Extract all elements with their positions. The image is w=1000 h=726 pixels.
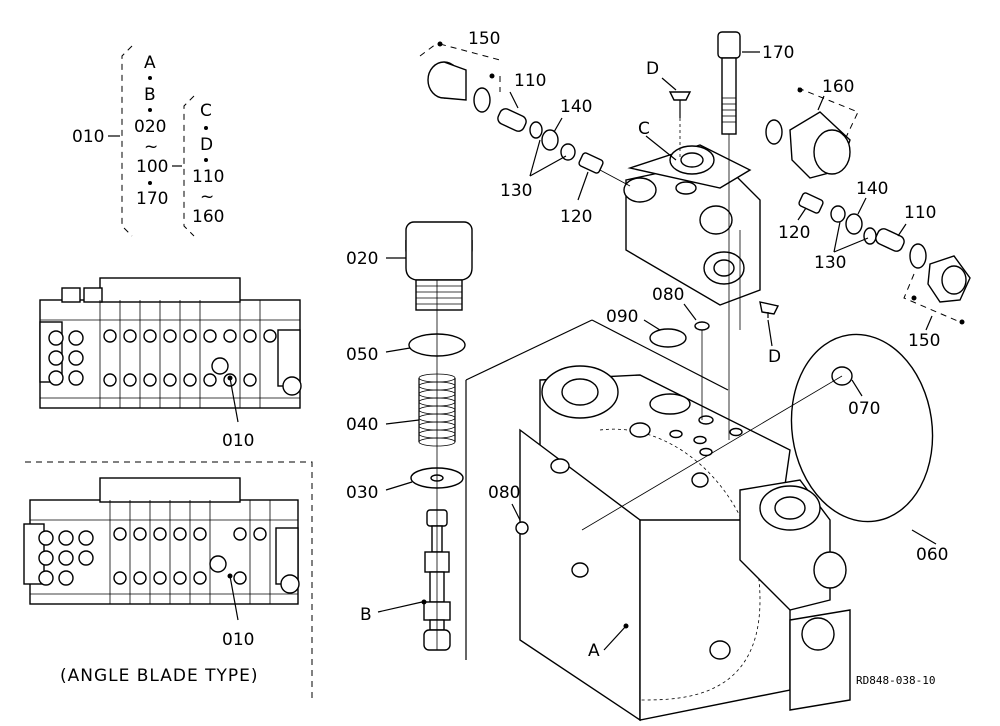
spool-stack [405, 221, 473, 651]
tree-group1-item-3: ~ [144, 137, 158, 157]
label-140-right: 140 [856, 179, 888, 199]
parts-hierarchy-tree: 010 A B 020 ~ 100 170 C D 110 ~ 160 [72, 45, 224, 237]
label-d-right: D [768, 347, 781, 367]
label-130-top: 130 [500, 181, 532, 201]
label-b-spool: B [360, 605, 372, 625]
small-seals: 090 080 080 [488, 285, 710, 535]
label-050: 050 [346, 345, 378, 365]
label-030: 030 [346, 483, 378, 503]
tree-group2-item-4: 160 [192, 207, 224, 227]
label-150-right: 150 [908, 331, 940, 351]
label-d-top: D [646, 59, 659, 79]
label-170: 170 [762, 43, 794, 63]
tree-root-label: 010 [72, 127, 104, 147]
label-a-body: A [588, 641, 600, 661]
label-c-block: C [638, 119, 650, 139]
tree-group1-item-4: 100 [136, 157, 168, 177]
right-relief-cartridge: 160 120 140 130 110 150 D [739, 77, 971, 367]
label-120-top: 120 [560, 207, 592, 227]
tree-group1-item-2: 020 [134, 117, 166, 137]
label-140-top: 140 [560, 97, 592, 117]
label-020: 020 [346, 249, 378, 269]
label-120-right: 120 [778, 223, 810, 243]
sub-block-c: C D 170 [623, 31, 794, 440]
label-090: 090 [606, 307, 638, 327]
label-080-left: 080 [488, 483, 520, 503]
label-110-right: 110 [904, 203, 936, 223]
valve-overview-angle-blade: 010 (ANGLE BLADE TYPE) [23, 461, 313, 700]
tree-group2-item-0: C [200, 101, 212, 121]
left-relief-cartridge: 150 110 140 130 120 [419, 29, 631, 227]
tree-group2-item-3: ~ [200, 187, 214, 207]
label-040: 040 [346, 415, 378, 435]
label-070: 070 [848, 399, 880, 419]
label-080-top: 080 [652, 285, 684, 305]
main-valve-body: A [465, 319, 851, 722]
label-110-top: 110 [514, 71, 546, 91]
label-130-right: 130 [814, 253, 846, 273]
tree-group1-item-1: B [144, 85, 156, 105]
stack-labels: 020 050 040 030 B [346, 249, 427, 625]
valve-overview-standard: 010 [39, 277, 302, 451]
tree-group1-item-0: A [144, 53, 156, 73]
label-060: 060 [916, 545, 948, 565]
drawing-reference: RD848-038-10 [856, 674, 935, 687]
gasket-group: 070 060 [581, 333, 948, 565]
angle-blade-caption: (ANGLE BLADE TYPE) [60, 666, 259, 686]
tree-group2-item-2: 110 [192, 167, 224, 187]
tree-group2-item-1: D [200, 135, 213, 155]
tree-group1-item-5: 170 [136, 189, 168, 209]
label-160: 160 [822, 77, 854, 97]
overview2-callout: 010 [222, 630, 254, 650]
overview1-callout: 010 [222, 431, 254, 451]
label-150-top: 150 [468, 29, 500, 49]
